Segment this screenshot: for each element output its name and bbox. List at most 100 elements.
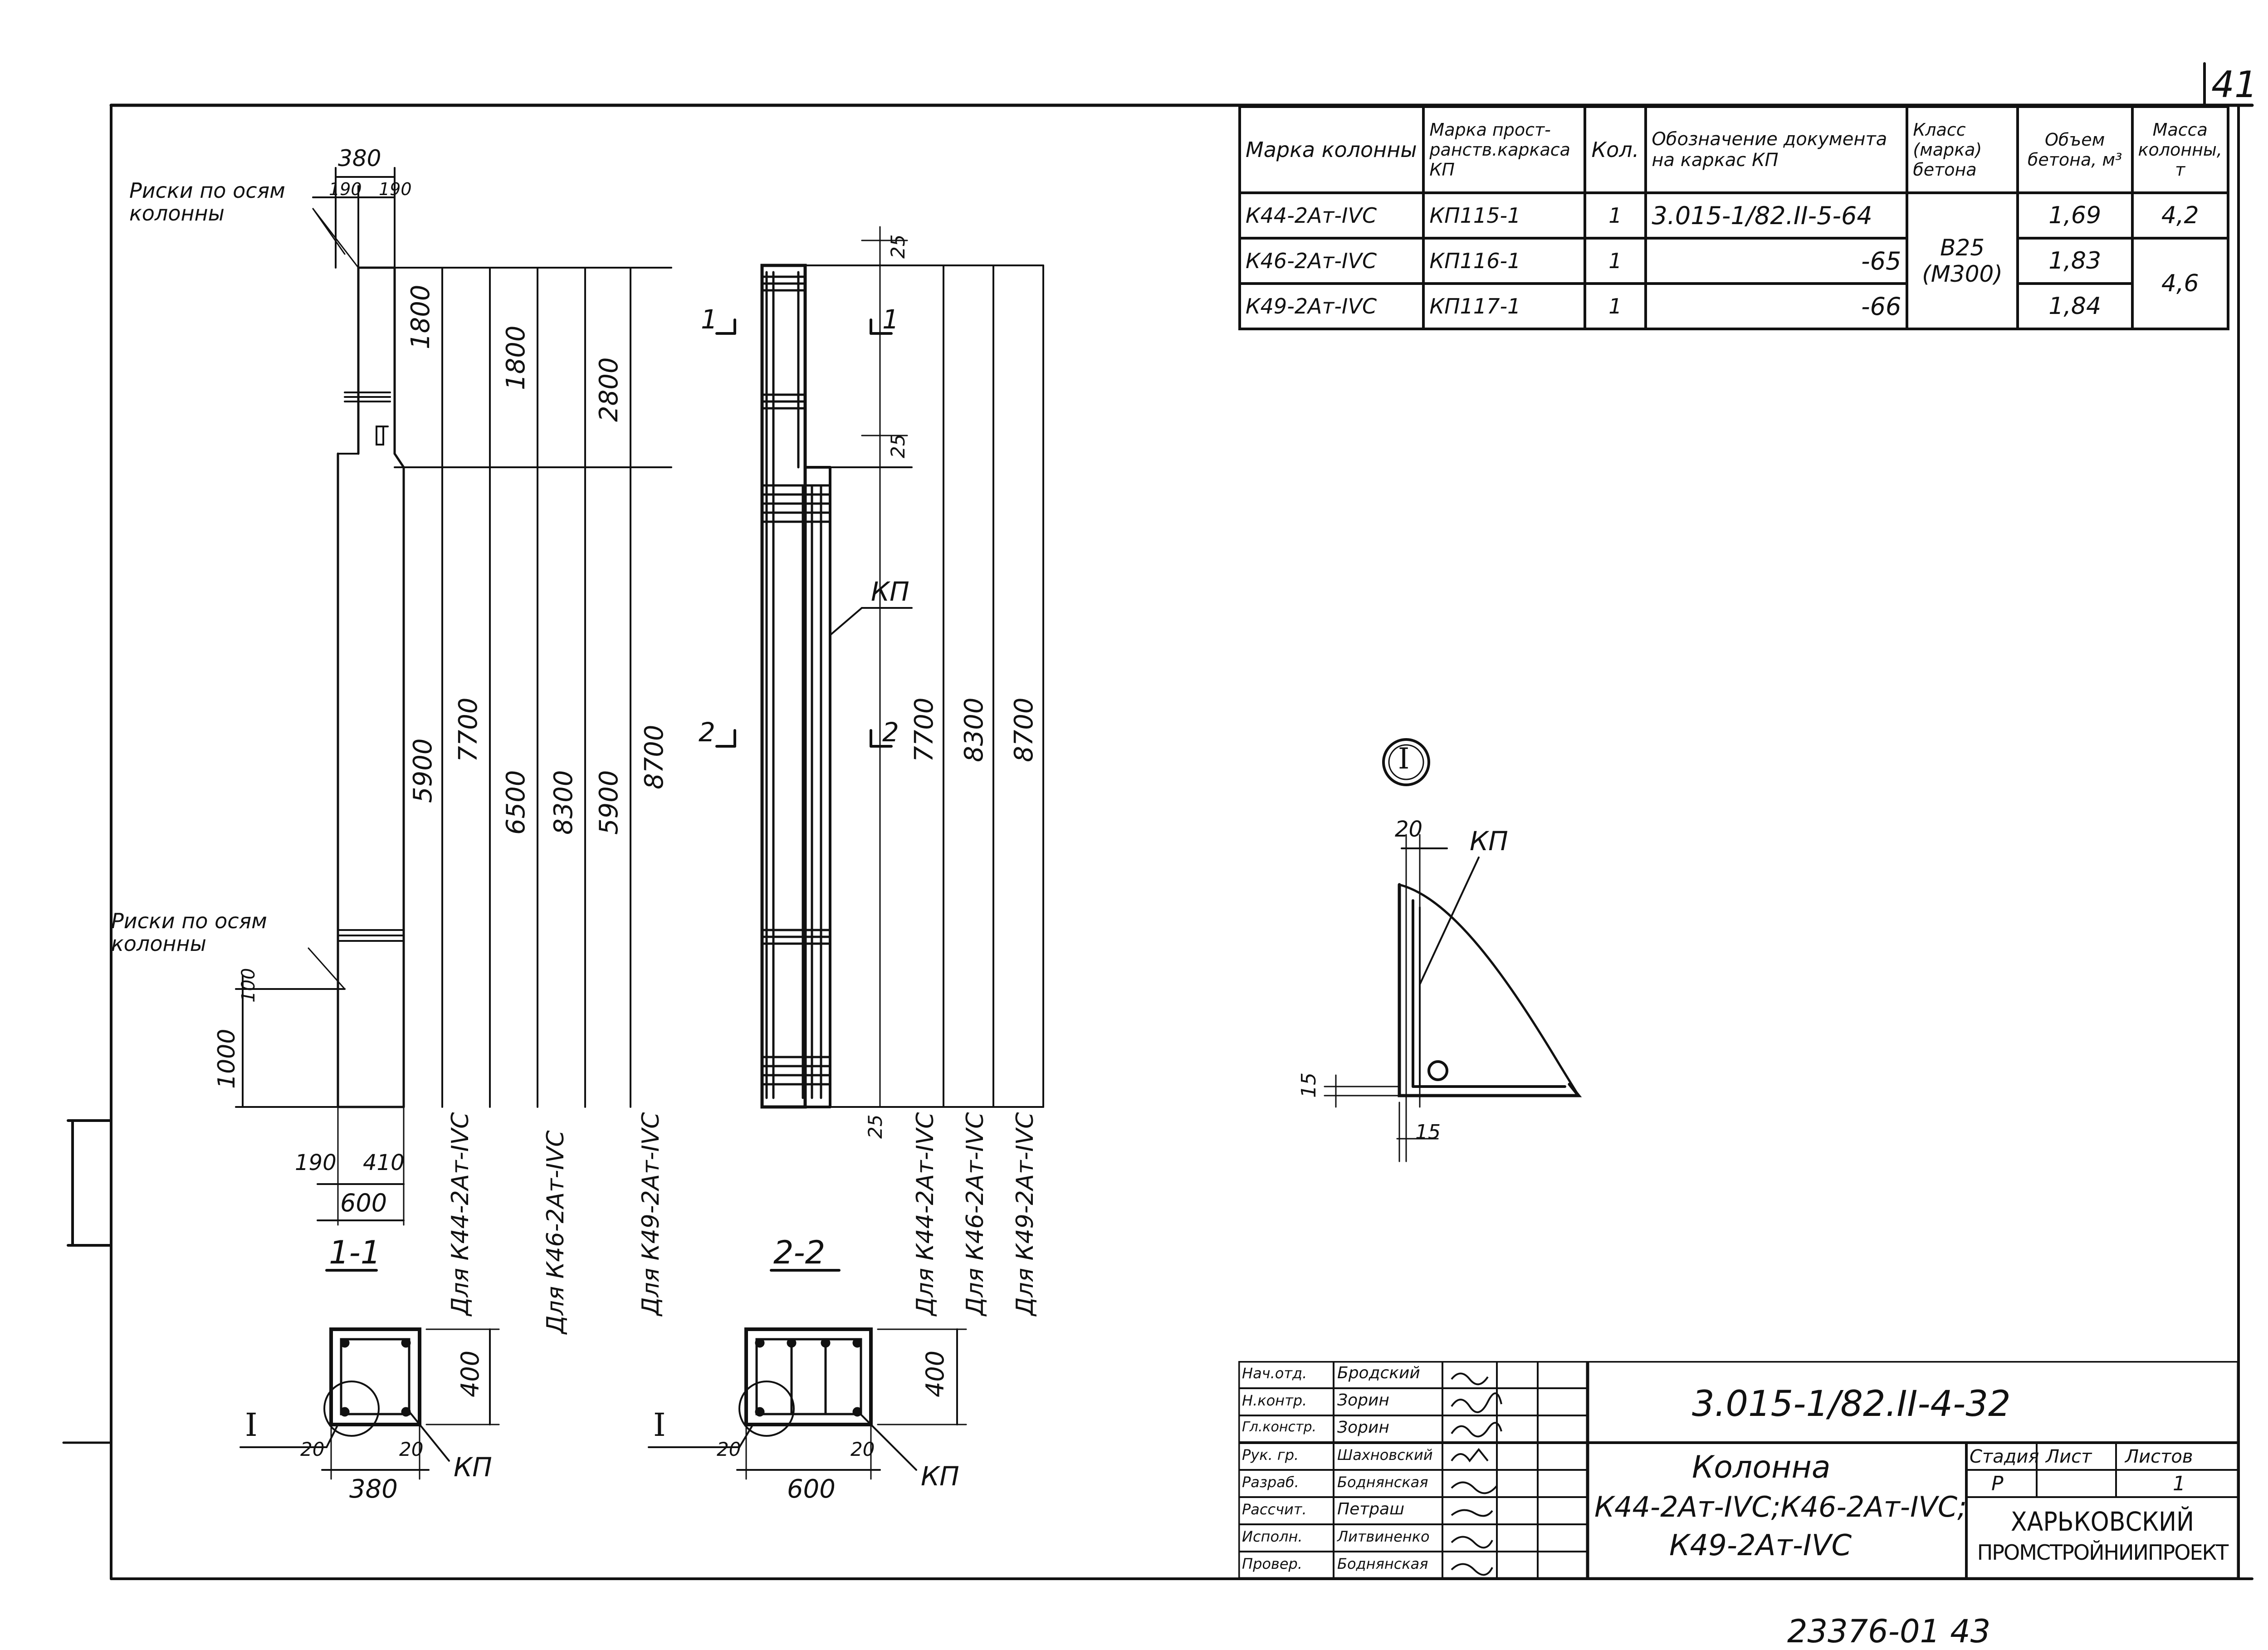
title-line-3: К49-2Ат-IVС — [1669, 1529, 1852, 1562]
section2-cover-left: 20 — [717, 1438, 741, 1460]
risks-label-bottom: Риски по осям колонны — [111, 909, 267, 956]
spec-table: Марка колонны Марка прост-ранств.каркаса… — [1238, 105, 2229, 330]
name-5: Петраш — [1337, 1500, 1405, 1518]
section1-height: 400 — [456, 1350, 484, 1397]
row-doc: 3.015-1/82.II-5-64 — [1644, 191, 1909, 240]
risks-label-top: Риски по осям колонны — [129, 178, 285, 225]
row-volume: 1,84 — [2016, 282, 2134, 330]
row-frame: КП117-1 — [1422, 282, 1586, 330]
header-mass: Масса колонны, т — [2131, 105, 2229, 194]
dim-8300-right: 8300 — [959, 697, 989, 762]
role-0: Нач.отд. — [1242, 1365, 1307, 1382]
dim-8700-right: 8700 — [1009, 697, 1039, 762]
sheets-value: 1 — [2173, 1472, 2185, 1495]
dim-25-mid: 25 — [887, 434, 909, 458]
section-label-1-1: 1-1 — [329, 1234, 381, 1271]
row-doc: -66 — [1644, 282, 1909, 330]
stage-header: Стадия — [1970, 1446, 2039, 1467]
section2-detail-marker: I — [653, 1406, 666, 1444]
label-for-k44: Для К44-2Ат-IVС — [447, 1112, 474, 1316]
title-line-1: Колонна — [1692, 1449, 1831, 1485]
dim-1800-a: 1800 — [406, 284, 435, 349]
cut-1-left: 1 — [701, 304, 718, 335]
section1-cover-left: 20 — [300, 1438, 325, 1460]
name-2: Зорин — [1337, 1418, 1389, 1437]
org-line-1: ХАРЬКОВСКИЙ — [2010, 1506, 2195, 1537]
table-row: К46-2Ат-IVС КП116-1 1 -65 1,83 4,6 — [1238, 237, 2229, 330]
row-qty: 1 — [1583, 282, 1647, 330]
page-number: 41 — [2211, 64, 2258, 106]
dim-600: 600 — [340, 1189, 387, 1217]
stage-value: Р — [1991, 1472, 2004, 1495]
section1-kp-label: КП — [454, 1452, 492, 1483]
row-qty: 1 — [1583, 191, 1647, 240]
header-class: Класс (марка) бетона — [1906, 105, 2019, 194]
detail-kp-label: КП — [1470, 826, 1508, 857]
section2-width: 600 — [787, 1474, 836, 1504]
row-volume: 1,69 — [2016, 191, 2134, 240]
dim-5900-a: 5900 — [408, 738, 438, 803]
label-for-k49: Для К49-2Ат-IVС — [637, 1112, 665, 1316]
name-4: Боднянская — [1337, 1474, 1428, 1491]
header-qty: Кол. — [1583, 105, 1647, 194]
dim-2800: 2800 — [594, 357, 624, 422]
dim-7700: 7700 — [454, 697, 483, 762]
section2-cover-right: 20 — [850, 1438, 875, 1460]
name-7: Боднянская — [1337, 1555, 1428, 1572]
label-for-k44-right: Для К44-2Ат-IVС — [912, 1112, 939, 1316]
dim-1000: 1000 — [213, 1028, 240, 1089]
header-frame: Марка прост-ранств.каркаса КП — [1422, 105, 1586, 194]
concrete-class: В25 (М300) — [1906, 191, 2019, 330]
detail-dim-20: 20 — [1395, 817, 1423, 842]
role-5: Рассчит. — [1242, 1501, 1307, 1518]
sheets-header: Листов — [2125, 1446, 2193, 1467]
dim-25-top: 25 — [887, 234, 909, 259]
dim-6500: 6500 — [501, 770, 531, 835]
role-3: Рук. гр. — [1242, 1446, 1299, 1464]
section-label-2-2: 2-2 — [773, 1234, 826, 1271]
dim-8700: 8700 — [640, 725, 669, 789]
detail-dim-15-bottom: 15 — [1415, 1121, 1441, 1144]
label-for-k46-right: Для К46-2Ат-IVС — [962, 1112, 989, 1316]
label-for-k46: Для К46-2Ат-IVС — [542, 1130, 569, 1334]
cut-2-left: 2 — [699, 717, 715, 748]
dim-top-split-a: 190 — [329, 179, 362, 199]
org-line-2: ПРОМСТРОЙНИИПРОЕКТ — [1977, 1540, 2229, 1565]
row-qty: 1 — [1583, 237, 1647, 285]
archive-number: 23376-01 43 — [1787, 1613, 1991, 1650]
detail-dim-15-side: 15 — [1297, 1072, 1320, 1098]
title-line-2: К44-2Ат-IVС;К46-2Ат-IVС; — [1594, 1490, 1967, 1523]
kp-label-right-view: КП — [871, 576, 909, 607]
row-mass: 4,2 — [2131, 191, 2229, 240]
section1-cover-right: 20 — [399, 1438, 424, 1460]
detail-marker: I — [1398, 742, 1410, 776]
dim-top-width: 380 — [338, 145, 381, 171]
row-frame: КП115-1 — [1422, 191, 1586, 240]
doc-code: 3.015-1/82.II-4-32 — [1692, 1384, 2011, 1425]
dim-5900-b: 5900 — [594, 770, 624, 835]
dim-8300: 8300 — [549, 770, 578, 835]
cut-1-right: 1 — [882, 304, 899, 335]
title-block-grid — [1238, 1361, 2239, 1579]
role-4: Разраб. — [1242, 1474, 1299, 1491]
name-1: Зорин — [1337, 1391, 1389, 1410]
title-block: Нач.отд. Бродский Н.контр. Зорин Гл.конс… — [1238, 1361, 2239, 1579]
name-0: Бродский — [1337, 1364, 1420, 1382]
role-2: Гл.констр. — [1242, 1419, 1317, 1435]
dim-7700-right: 7700 — [909, 697, 939, 762]
row-mark: К44-2Ат-IVС — [1238, 191, 1425, 240]
row-mark: К49-2Ат-IVС — [1238, 282, 1425, 330]
row-doc: -65 — [1644, 237, 1909, 285]
header-mark: Марка колонны — [1238, 105, 1425, 194]
table-row: К49-2Ат-IVС КП117-1 1 -66 1,84 — [1238, 282, 2228, 330]
row-volume: 1,83 — [2016, 237, 2134, 285]
section1-width: 380 — [349, 1474, 398, 1504]
header-volume: Объем бетона, м³ — [2016, 105, 2134, 194]
name-6: Литвиненко — [1337, 1528, 1430, 1545]
role-1: Н.контр. — [1242, 1392, 1307, 1409]
dim-1800-b: 1800 — [501, 325, 531, 390]
label-for-k49-right: Для К49-2Ат-IVС — [1012, 1112, 1039, 1316]
section1-detail-marker: I — [245, 1406, 258, 1444]
